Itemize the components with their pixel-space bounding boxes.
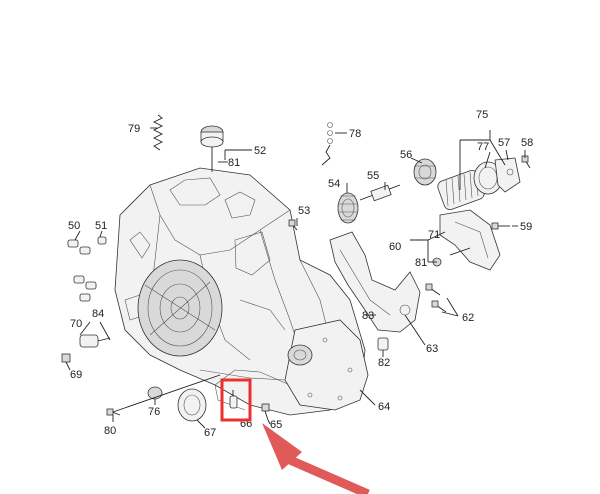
callout-labels: 79 52 81 78 53 54 55 56 75 77 57 58 59 7… <box>68 109 533 439</box>
callout-76: 76 <box>148 406 160 418</box>
leader-lines <box>65 127 526 429</box>
callout-75: 75 <box>476 109 488 121</box>
callout-80: 80 <box>104 425 116 437</box>
plug-part-51 <box>97 236 107 245</box>
callout-54: 54 <box>328 178 340 190</box>
gear-part-56 <box>413 158 437 186</box>
bolt-part-65 <box>261 403 270 421</box>
callout-67: 67 <box>204 427 216 439</box>
callout-71: 71 <box>428 229 440 241</box>
callout-51: 51 <box>95 220 107 232</box>
shaft-part-55 <box>359 184 401 202</box>
callout-84: 84 <box>92 308 104 320</box>
callout-52: 52 <box>254 145 266 157</box>
callout-62: 62 <box>462 312 474 324</box>
plugs-part-50 <box>67 239 97 302</box>
transmission-housing <box>114 167 369 416</box>
pointer-arrow <box>262 423 370 494</box>
callout-65: 65 <box>270 419 282 431</box>
callout-81-top: 81 <box>228 157 240 169</box>
bracket-part-71 <box>439 209 501 271</box>
highlight-box <box>220 378 252 422</box>
callout-63: 63 <box>426 343 438 355</box>
callout-82: 82 <box>378 357 390 369</box>
callout-81-right: 81 <box>415 257 427 269</box>
callout-69: 69 <box>70 369 82 381</box>
callout-56: 56 <box>400 149 412 161</box>
callout-55: 55 <box>367 170 379 182</box>
callout-57: 57 <box>498 137 510 149</box>
callout-53: 53 <box>298 205 310 217</box>
callout-83: 83 <box>362 310 374 322</box>
bolt-part-59 <box>491 222 510 230</box>
highlighted-part-66 <box>229 390 238 409</box>
clip-part-78 <box>321 122 333 166</box>
callout-60: 60 <box>389 241 401 253</box>
filter-assembly-part-75 <box>437 157 521 210</box>
callout-70: 70 <box>70 318 82 330</box>
callout-78: 78 <box>349 128 361 140</box>
callout-77: 77 <box>477 141 489 153</box>
callout-59: 59 <box>520 221 532 233</box>
spring-part-79 <box>152 114 164 151</box>
sensor-part-70 <box>61 334 111 363</box>
bolt-part-58 <box>521 155 531 169</box>
bolt-part-53 <box>288 219 298 231</box>
cover-plate-part-83 <box>329 231 421 333</box>
callout-58: 58 <box>521 137 533 149</box>
callout-50: 50 <box>68 220 80 232</box>
plug-part-82 <box>377 337 389 351</box>
callout-64: 64 <box>378 401 390 413</box>
seal-ring-part-67 <box>177 388 207 422</box>
bolts-part-62 <box>425 283 447 313</box>
callout-79: 79 <box>128 123 140 135</box>
gear-part-54 <box>337 192 359 224</box>
filler-cap-part-52 <box>200 125 224 172</box>
